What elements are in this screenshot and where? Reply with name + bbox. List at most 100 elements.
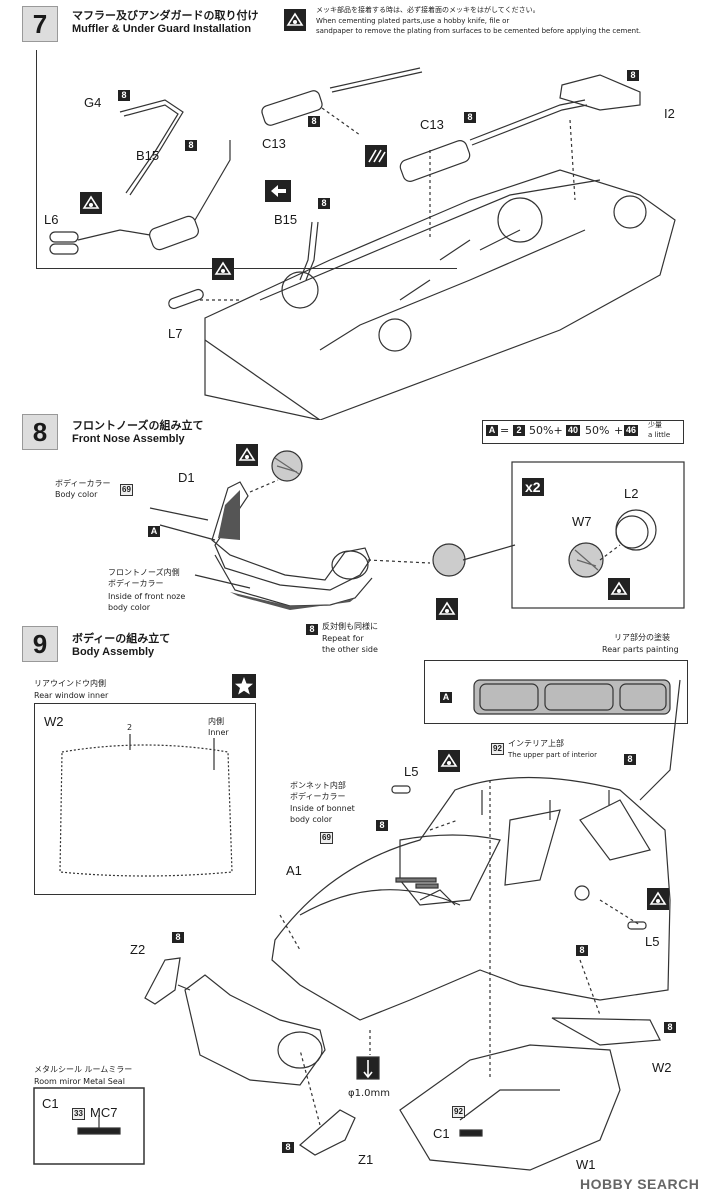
inner-en: Inner: [208, 728, 229, 737]
step-8-title-jp: フロントノーズの組み立て: [72, 419, 204, 432]
mix-color-46: 46: [624, 425, 639, 436]
paint-code-8: 8: [185, 140, 197, 151]
rear-window-jp: リアウインドウ内側: [34, 679, 106, 688]
mix-equals: =: [500, 424, 510, 437]
paint-code-92: 92: [452, 1106, 465, 1118]
paint-code-8: 8: [576, 945, 588, 956]
rear-window-en: Rear window inner: [34, 691, 109, 700]
inner-jp: 内側: [208, 717, 224, 726]
cement-icon: [438, 750, 460, 772]
step-7-number: 7: [22, 6, 58, 42]
plating-note-jp: メッキ部品を接着する時は、必ず接着面のメッキをはがしてください。: [316, 6, 540, 14]
paint-code-8: 8: [282, 1142, 294, 1153]
bonnet-jp-2: ボディーカラー: [290, 792, 346, 801]
part-label-l5-right: L5: [645, 934, 660, 949]
rear-parts-jp: リア部分の塗装: [614, 633, 670, 642]
step-9-title-jp: ボディーの組み立て: [72, 632, 171, 645]
part-label-b15-lower: B15: [274, 212, 298, 227]
paint-code-8: 8: [464, 112, 476, 123]
bonnet-en-1: Inside of bonnet: [290, 804, 355, 813]
bonnet-en-2: body color: [290, 815, 333, 824]
mix-color-40: 40: [566, 425, 581, 436]
repeat-en-1: Repeat for: [322, 634, 364, 643]
bonnet-jp-1: ボンネット内部: [290, 781, 346, 790]
paint-code-8: 8: [376, 820, 388, 831]
part-label-w7: W7: [572, 514, 592, 529]
part-label-l5: L5: [404, 764, 419, 779]
step-9-title-en: Body Assembly: [72, 646, 155, 658]
mix-little-en: a little: [648, 431, 671, 439]
star-icon: [232, 674, 256, 698]
cement-icon: [436, 598, 458, 620]
repeat-en-2: the other side: [322, 645, 378, 654]
part-label-c1: C1: [433, 1126, 450, 1141]
interior-jp: インテリア上部: [508, 739, 564, 748]
paint-code-8: 8: [306, 624, 318, 635]
paint-code-8: 8: [624, 754, 636, 765]
step-9-number: 9: [22, 626, 58, 662]
part-label-i2: I2: [664, 106, 675, 121]
rear-parts-box: [424, 660, 688, 724]
quantity-x2: x2: [522, 478, 544, 496]
part-label-l2: L2: [624, 486, 639, 501]
paint-code-8: 8: [118, 90, 130, 101]
mix-a-label: A: [148, 526, 160, 537]
paint-code-69: 69: [320, 832, 333, 844]
part-label-c13-upper: C13: [420, 117, 444, 132]
part-label-mc7: MC7: [90, 1105, 118, 1120]
mix-little-jp: 少量: [648, 421, 662, 429]
step-8-title-en: Front Nose Assembly: [72, 433, 185, 445]
paint-code-8: 8: [172, 932, 184, 943]
paint-code-8: 8: [308, 116, 320, 127]
cement-icon: [80, 192, 102, 214]
step-7-title-jp: マフラー及びアンダガードの取り付け: [72, 9, 259, 22]
mix-percent-2: 50%+: [529, 424, 563, 437]
hobby-search-watermark: HOBBY SEARCH: [580, 1176, 700, 1192]
front-nose-inside-en-1: Inside of front noze: [108, 592, 186, 601]
cement-icon: [212, 258, 234, 280]
part-label-z1: Z1: [358, 1152, 374, 1167]
paint-code-33: 33: [72, 1108, 85, 1120]
plating-note-en-2: sandpaper to remove the plating from sur…: [316, 27, 642, 35]
paint-code-8: 8: [664, 1022, 676, 1033]
body-color-jp: ボディーカラー: [55, 479, 111, 488]
mix-plus: +: [614, 424, 624, 437]
mix-percent-40: 50%: [585, 424, 610, 437]
interior-en: The upper part of interior: [508, 751, 597, 759]
body-color-en: Body color: [55, 490, 98, 499]
part-label-g4: G4: [84, 95, 102, 110]
front-nose-inside-jp-2: ボディーカラー: [108, 579, 164, 588]
room-mirror-seal-en: Room miror Metal Seal: [34, 1077, 125, 1086]
part-label-w1: W1: [576, 1157, 596, 1172]
cement-icon: [647, 888, 669, 910]
rear-window-box: [34, 703, 256, 895]
cement-icon: [236, 444, 258, 466]
repeat-jp: 反対側も同様に: [322, 622, 378, 631]
part-label-c1-seal: C1: [42, 1096, 59, 1111]
part-label-w2-lower: W2: [652, 1060, 672, 1075]
front-nose-inside-en-2: body color: [108, 603, 151, 612]
part-label-w2: W2: [44, 714, 64, 729]
mix-a: A: [486, 425, 498, 436]
part-label-d1: D1: [178, 470, 195, 485]
front-nose-inside-jp-1: フロントノーズ内側: [108, 568, 180, 577]
part-label-l6: L6: [44, 212, 59, 227]
step-8-number: 8: [22, 414, 58, 450]
step-7-chassis-drawing: [49, 67, 676, 420]
part-label-b15: B15: [136, 148, 160, 163]
part-label-a1: A1: [286, 863, 302, 878]
step-7-title-en: Muffler & Under Guard Installation: [72, 23, 252, 35]
part-label-l7: L7: [168, 326, 183, 341]
cement-icon: [608, 578, 630, 600]
paint-code-8: 8: [627, 70, 639, 81]
front-nose-drawing: [149, 450, 685, 610]
paint-code-69: 69: [120, 484, 133, 496]
part-label-c13: C13: [262, 136, 286, 151]
room-mirror-seal-jp: メタルシール ルームミラー: [34, 1065, 133, 1074]
step-7-frame: [36, 50, 457, 269]
paint-code-2: 2: [127, 723, 133, 732]
mix-color-2: 2: [513, 425, 525, 436]
cement-warning-icon: [284, 9, 306, 31]
paint-code-92: 92: [491, 743, 504, 755]
